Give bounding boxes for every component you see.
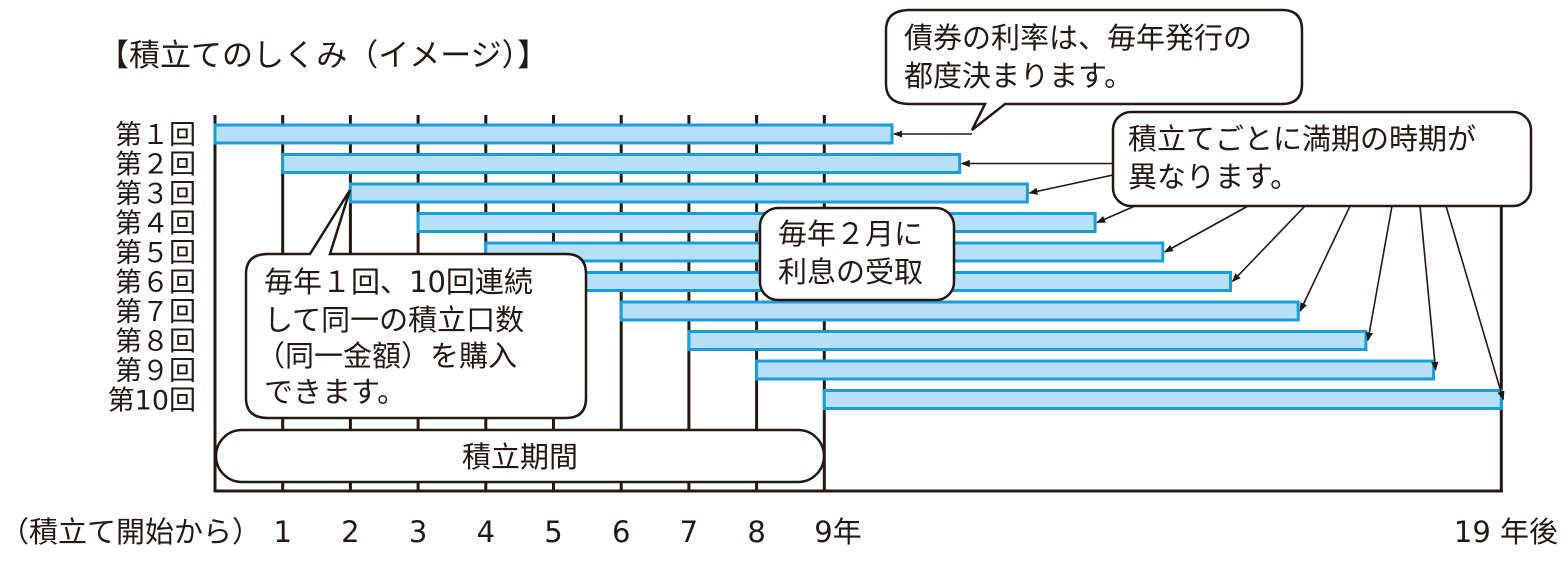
axis-tick-label: 6 — [612, 515, 630, 549]
callout-purchase-line-1: 毎年１回、10回連続 — [264, 265, 533, 299]
maturity-arrow — [1365, 205, 1393, 342]
callout-interest-rate-line-1: 債券の利率は、毎年発行の — [904, 21, 1252, 55]
diagram-title: 【積立てのしくみ（イメージ）】 — [98, 38, 548, 74]
axis-start-label: （積立て開始から） — [0, 515, 261, 549]
bond-bar — [416, 212, 1097, 233]
row-label: 第６回 — [115, 268, 196, 299]
callout-maturity-line-1: 積立てごとに満期の時期が — [1128, 122, 1476, 156]
callout-purchase: 毎年１回、10回連続 して同一の積立口数 （同一金額）を購入 できます。 — [244, 189, 588, 420]
axis-tick-label: 8 — [747, 515, 765, 549]
callout-interest-payment: 毎年２月に 利息の受取 — [758, 206, 956, 302]
axis-tick-label: 2 — [341, 515, 359, 549]
row-label: 第５回 — [115, 238, 196, 269]
maturity-arrow — [1299, 205, 1351, 312]
callout-purchase-line-3: （同一金額）を購入 — [256, 339, 517, 373]
callout-maturity: 積立てごとに満期の時期が 異なります。 — [1111, 110, 1533, 208]
callout-interest-payment-line-2: 利息の受取 — [778, 255, 923, 289]
savings-period: 積立期間 — [214, 428, 826, 484]
callout-interest-rate: 債券の利率は、毎年発行の 都度決まります。 — [884, 8, 1304, 131]
row-label: 第８回 — [115, 327, 196, 358]
row-label: 第10回 — [108, 386, 196, 417]
axis-tick-label: 9年 — [814, 515, 861, 549]
row-label: 第９回 — [115, 356, 196, 387]
bond-bar — [348, 182, 1029, 204]
axis-tick-label: 7 — [680, 515, 698, 549]
callout-maturity-line-2: 異なります。 — [1128, 160, 1299, 194]
row-label: 第３回 — [115, 179, 196, 210]
bond-bar — [213, 123, 894, 145]
axis-end-label: 19 年後 — [1454, 515, 1558, 549]
savings-period-label: 積立期間 — [462, 440, 578, 474]
callout-purchase-line-2: して同一の積立口数 — [264, 303, 524, 337]
bond-bar — [755, 359, 1436, 381]
axis-tick-label: 1 — [273, 515, 291, 549]
callout-interest-rate-line-2: 都度決まります。 — [904, 59, 1133, 93]
row-label: 第７回 — [115, 297, 196, 328]
maturity-arrow — [1445, 205, 1505, 401]
callout-interest-payment-line-1: 毎年２月に — [778, 217, 923, 251]
row-label: 第４回 — [115, 209, 196, 240]
bond-bar — [822, 389, 1503, 410]
axis-tick-label: 5 — [544, 515, 562, 549]
maturity-arrow — [1164, 205, 1249, 253]
row-label: 第１回 — [115, 120, 196, 151]
maturity-arrow — [1096, 205, 1136, 224]
maturity-arrow — [1231, 205, 1306, 283]
maturity-arrows — [893, 130, 1505, 401]
bond-bar — [687, 330, 1368, 351]
axis-tick-label: 4 — [477, 515, 495, 549]
axis-tick-label: 3 — [409, 515, 427, 549]
x-axis-labels: （積立て開始から） 19 年後 1 2 3 4 5 6 7 8 9年 — [0, 515, 1558, 549]
row-label: 第２回 — [115, 150, 196, 181]
maturity-arrow — [1028, 174, 1114, 195]
bond-bar — [619, 300, 1300, 322]
bond-bar — [281, 153, 962, 174]
callout-purchase-line-4: できます。 — [264, 375, 406, 409]
maturity-arrow — [1419, 205, 1439, 371]
